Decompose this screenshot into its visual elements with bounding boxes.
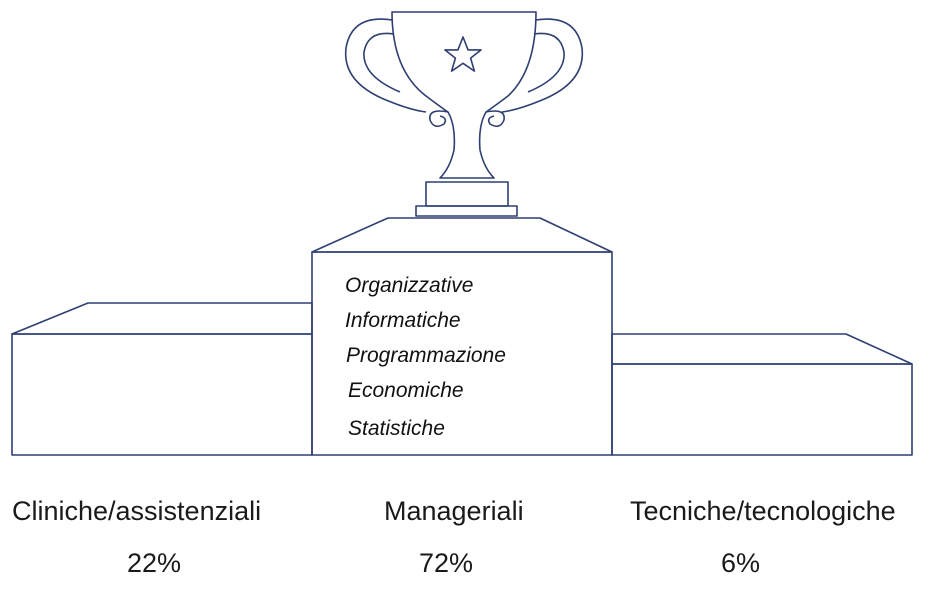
star-icon (444, 36, 482, 72)
percent-center: 72% (419, 548, 474, 578)
podium-right-block (611, 333, 913, 456)
skill-statistiche: Statistiche (348, 417, 445, 440)
skill-programmazione: Programmazione (346, 344, 506, 367)
percent-left: 22% (127, 548, 182, 578)
skill-economiche: Economiche (348, 379, 464, 402)
podium-left-block (11, 302, 313, 456)
percent-right: 6% (721, 548, 761, 578)
category-label-center: Manageriali (384, 496, 524, 526)
category-label-left: Cliniche/assistenziali (12, 496, 262, 526)
skill-organizzative: Organizzative (345, 274, 474, 297)
category-label-right: Tecniche/tecnologiche (630, 496, 896, 526)
podium-center-block (311, 217, 613, 456)
trophy-icon (344, 11, 584, 217)
skill-informatiche: Informatiche (345, 309, 461, 332)
